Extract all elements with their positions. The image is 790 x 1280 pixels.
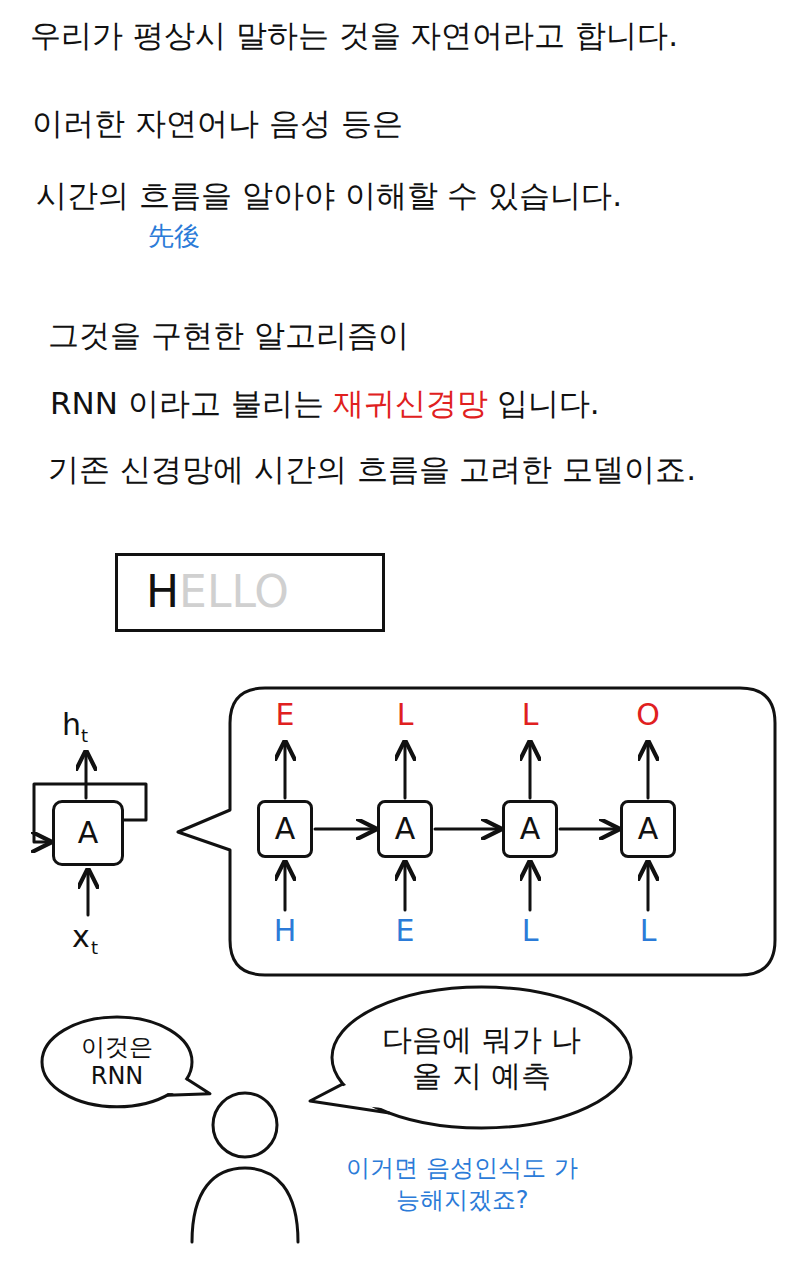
text-label: t [81, 726, 88, 747]
node-text: HELLO [146, 566, 289, 619]
text-label: RNN 이라고 불리는 [50, 386, 324, 422]
output-arrow [85, 752, 88, 798]
node-label: 다음에 뭐가 나올 지 예측 [382, 1022, 581, 1093]
speech-bubble [178, 688, 775, 975]
text-label: 입니다. [497, 386, 600, 422]
text-label: L [522, 914, 539, 949]
node-text: 이것은 RNN [67, 1033, 167, 1091]
rnn-cell: A [257, 800, 313, 858]
text-label: t [91, 938, 98, 959]
node-label: 이것은 RNN [81, 1033, 153, 1090]
node-text: A [78, 815, 99, 851]
rnn-cell: A [52, 800, 124, 866]
text-label: 우리가 평상시 말하는 것을 자연어라고 합니다. [30, 18, 678, 54]
text-label: E [396, 914, 415, 949]
node-label: A [520, 811, 541, 846]
input-arrow [87, 870, 90, 915]
bubble-tail [167, 1079, 210, 1096]
bubble-tail [310, 1084, 389, 1113]
text-label: x [72, 920, 90, 955]
text-label: 그것을 구현한 알고리즘이 [48, 318, 409, 354]
text-label: H [274, 914, 297, 949]
rnn-cell: A [377, 800, 433, 858]
output-arrow [529, 742, 532, 798]
text-label: 이거면 음성인식도 가능해지겠죠? [337, 1152, 587, 1217]
node-label: A [638, 811, 659, 846]
node-label: ELLO [179, 566, 289, 617]
text-label: L [397, 698, 414, 733]
text-label: 기존 신경망에 시간의 흐름을 고려한 모델이죠. [48, 452, 696, 488]
text-label: 시간의 흐름을 알아야 이해할 수 있습니다. [36, 178, 622, 214]
speech-bubble: 이것은 RNN [40, 1015, 194, 1109]
node-text: A [520, 811, 541, 847]
text-label: 이러한 자연어나 음성 등은 [32, 106, 403, 142]
node-text: A [275, 811, 296, 847]
text-label: 先後 [148, 222, 200, 252]
input-arrow [284, 862, 287, 910]
text-label: L [640, 914, 657, 949]
bubble-body [42, 1017, 192, 1107]
node-text: A [638, 811, 659, 847]
connector-arrow [435, 828, 500, 831]
rnn-cell: A [620, 800, 676, 858]
person-head [213, 1093, 277, 1157]
node-label: A [275, 811, 296, 846]
person-body [192, 1168, 298, 1242]
rnn-cell: A [502, 800, 558, 858]
input-arrow [529, 862, 532, 910]
input-arrow [404, 862, 407, 910]
input-arrow [647, 862, 650, 910]
text-label: E [276, 698, 295, 733]
output-arrow [284, 742, 287, 798]
output-arrow [404, 742, 407, 798]
speech-bubble: 다음에 뭐가 나올 지 예측 [330, 985, 633, 1130]
node-label: H [146, 566, 179, 617]
connector-arrow [560, 828, 618, 831]
node-label: A [78, 815, 99, 850]
node-label: A [395, 811, 416, 846]
text-label: h [62, 708, 81, 743]
text-label: O [636, 698, 660, 733]
text-label: 재귀신경망 [333, 386, 488, 422]
connector-arrow [315, 828, 375, 831]
node-text: 다음에 뭐가 나올 지 예측 [379, 1022, 584, 1094]
text-label: L [522, 698, 539, 733]
text-box: HELLO [115, 553, 385, 632]
output-arrow [647, 742, 650, 798]
node-text: A [395, 811, 416, 847]
